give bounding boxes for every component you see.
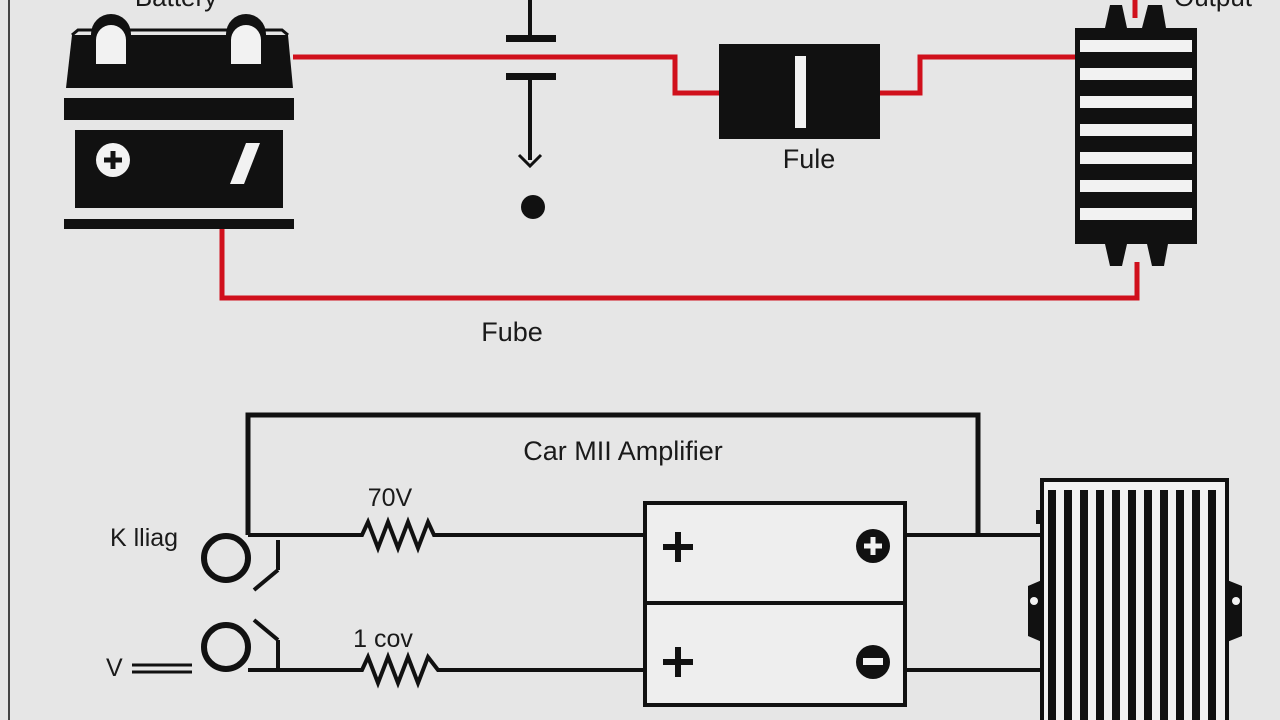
amplifier-heatsink-icon (1028, 478, 1242, 720)
red-wire-battery-to-fuse (293, 54, 720, 96)
resistor-bottom-label: 1 cov (353, 625, 413, 653)
terminal-bottom-dash-icon (132, 663, 192, 674)
red-wire-return (219, 228, 1140, 301)
battery-label: Battery (135, 0, 217, 12)
plus-terminal-icon (663, 532, 693, 562)
fuse-label: Fule (783, 144, 836, 174)
output-heatsink-icon (1075, 5, 1197, 266)
battery-slash-icon (230, 143, 260, 184)
output-label: Output (1174, 0, 1253, 12)
fuse-wire-label: Fube (481, 317, 543, 347)
bottom-circuit: Car MII Amplifier 70V 1 cov K lliag V (106, 412, 1242, 720)
amplifier-body (643, 501, 907, 707)
resistor-top-label: 70V (368, 484, 413, 512)
plus-terminal-icon (663, 647, 693, 677)
terminal-bottom-icon (201, 618, 280, 672)
plus-circle-icon (856, 529, 890, 563)
top-circuit: Fule Battery Output Fube (64, 0, 1253, 347)
resistor-top-icon (248, 516, 645, 554)
fuse-icon (719, 44, 880, 139)
battery-icon (64, 14, 294, 229)
minus-circle-icon (856, 645, 890, 679)
black-wire-loop (245, 412, 981, 535)
terminal-top-label: K lliag (110, 524, 178, 552)
terminal-bottom-label: V (106, 654, 123, 682)
amplifier-title: Car MII Amplifier (523, 436, 723, 466)
resistor-bottom-icon (248, 651, 645, 689)
switch-capacitor-icon (506, 0, 556, 219)
red-wire-fuse-to-output (880, 54, 1075, 96)
terminal-top-icon (201, 533, 280, 592)
